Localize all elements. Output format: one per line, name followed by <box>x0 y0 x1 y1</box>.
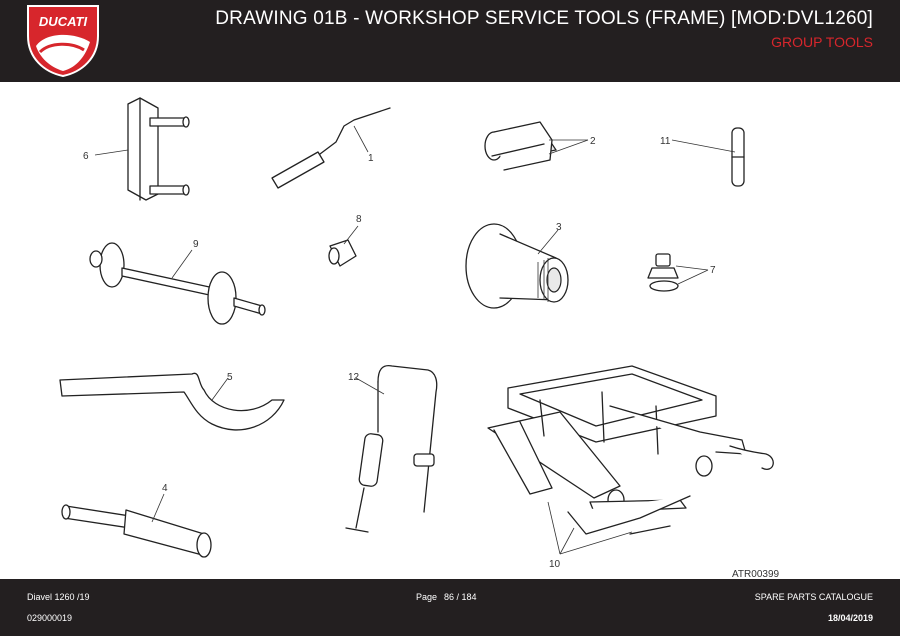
tool-7-fitting <box>647 253 679 292</box>
footer-page-value: 86 / 184 <box>444 592 477 602</box>
tool-10-stand <box>487 365 774 535</box>
leader-8 <box>343 225 359 245</box>
leader-5 <box>211 377 229 401</box>
footer-code: 029000019 <box>27 613 73 623</box>
leader-4 <box>151 493 165 523</box>
tool-4-punch <box>61 504 212 558</box>
tool-11-pin <box>731 127 745 187</box>
footer-bar: Diavel 1260 /19 Page 86 / 184 SPARE PART… <box>0 579 900 636</box>
callout-12: 12 <box>348 372 360 383</box>
leader-10c <box>559 531 633 555</box>
callout-1: 1 <box>368 153 374 164</box>
drawing-code: ATR00399 <box>732 569 780 579</box>
footer-page-label: Page <box>416 592 438 602</box>
callout-4: 4 <box>162 483 168 494</box>
footer-date: 18/04/2019 <box>827 613 873 623</box>
header-bar: DUCATI DRAWING 01B - WORKSHOP SERVICE TO… <box>0 0 900 82</box>
leader-7b <box>677 269 709 285</box>
leader-6 <box>94 149 129 156</box>
page-title: DRAWING 01B - WORKSHOP SERVICE TOOLS (FR… <box>215 8 873 29</box>
tool-9-puller <box>89 242 266 325</box>
tool-12-gauge <box>345 364 438 533</box>
tool-8-nut <box>328 239 357 267</box>
tool-5-spanner <box>59 372 285 431</box>
callout-5: 5 <box>227 372 233 383</box>
leader-10a <box>547 501 561 555</box>
callout-2: 2 <box>590 136 596 147</box>
leader-11 <box>671 139 736 153</box>
logo-text: DUCATI <box>39 14 88 29</box>
footer-catalogue: SPARE PARTS CATALOGUE <box>754 592 873 602</box>
footer-model: Diavel 1260 /19 <box>27 592 90 602</box>
callout-9: 9 <box>193 239 199 250</box>
leader-7a <box>675 265 709 271</box>
leader-10b <box>559 527 575 555</box>
callout-7: 7 <box>710 265 716 276</box>
callout-11: 11 <box>660 136 671 147</box>
leader-12 <box>355 377 385 395</box>
leader-2b <box>548 139 589 155</box>
leader-9 <box>171 249 193 279</box>
tool-6-bracket <box>127 97 190 201</box>
leader-3 <box>537 229 559 255</box>
callout-6: 6 <box>83 151 89 162</box>
ducati-logo: DUCATI <box>27 5 99 78</box>
callout-3: 3 <box>556 222 562 233</box>
tool-3-bushing <box>465 223 569 309</box>
exploded-drawing: 6 1 2 11 9 8 <box>59 97 780 579</box>
tool-2-sleeve <box>484 121 557 171</box>
callout-8: 8 <box>356 214 362 225</box>
page-subtitle: GROUP TOOLS <box>771 34 873 50</box>
leader-1 <box>353 125 369 153</box>
callout-10: 10 <box>549 559 561 570</box>
tool-1-hook <box>271 107 391 189</box>
